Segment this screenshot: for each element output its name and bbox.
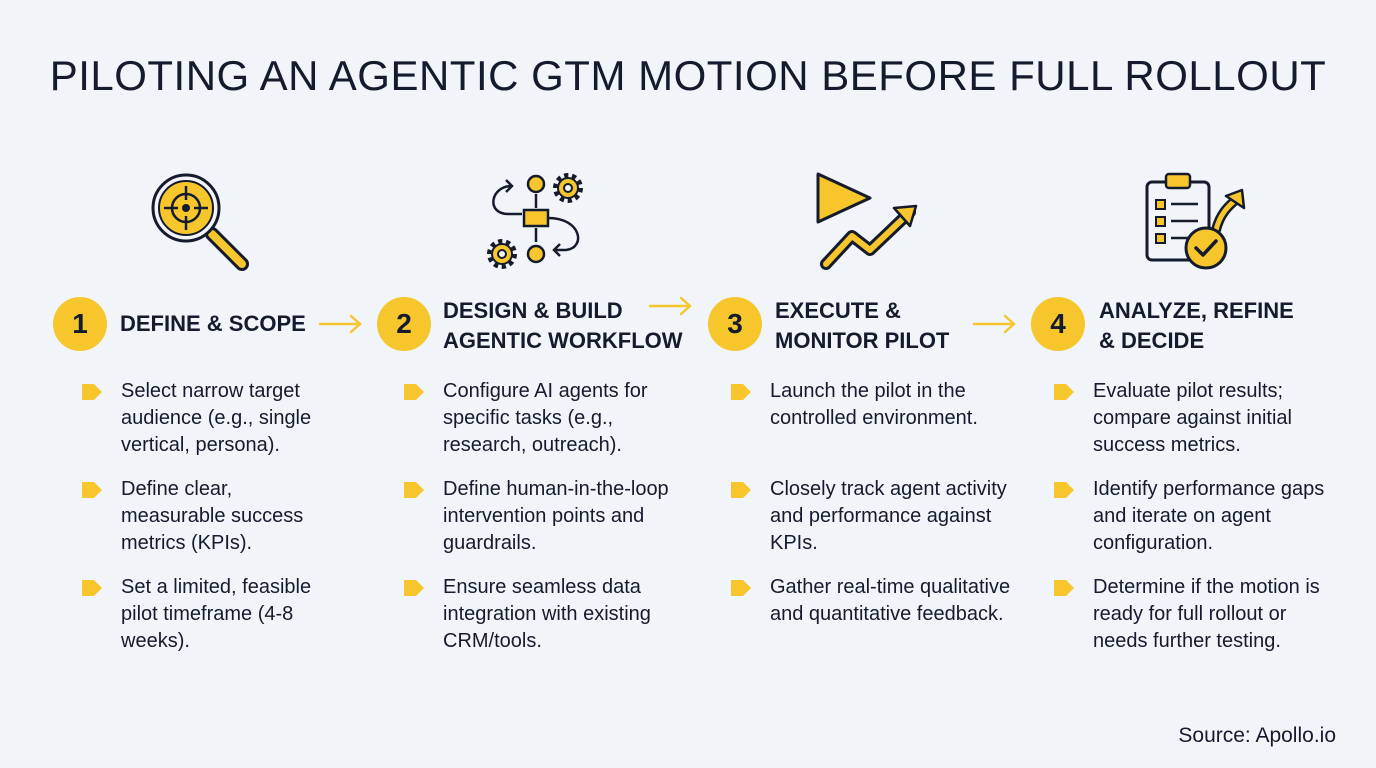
step-title: ANALYZE, REFINE & DECIDE	[1099, 298, 1294, 353]
bullet-tag-icon	[731, 482, 751, 498]
page-title: PILOTING AN AGENTIC GTM MOTION BEFORE FU…	[49, 52, 1327, 99]
step-number-badge: 4	[1031, 297, 1085, 351]
bullet-tag-icon	[82, 580, 102, 596]
arrow-right-icon	[318, 314, 362, 334]
bullet-text: Evaluate pilot results; compare against …	[1093, 380, 1292, 456]
bullet-tag-icon	[1054, 580, 1074, 596]
bullet-tag-icon	[1054, 482, 1074, 498]
bullet-text: Select narrow target audience (e.g., sin…	[121, 380, 312, 456]
list-item: Set a limited, feasible pilot timeframe …	[81, 574, 341, 655]
list-item: Evaluate pilot results; compare against …	[1053, 378, 1343, 459]
list-item: Gather real-time qualitative and quantit…	[730, 574, 1020, 628]
step-2-bullets: Configure AI agents for specific tasks (…	[403, 378, 683, 672]
list-item: Identify performance gaps and iterate on…	[1053, 476, 1343, 557]
bullet-text: Launch the pilot in the controlled envir…	[770, 380, 978, 429]
step-number-badge: 1	[53, 297, 107, 351]
step-title: DEFINE & SCOPE	[120, 311, 306, 336]
list-item: Launch the pilot in the controlled envir…	[730, 378, 1020, 459]
workflow-gears-icon	[487, 173, 583, 269]
bullet-tag-icon	[82, 482, 102, 498]
bullet-text: Closely track agent activity and perform…	[770, 478, 1007, 554]
bullet-tag-icon	[404, 482, 424, 498]
step-3-header: 3	[708, 297, 762, 351]
step-1-bullets: Select narrow target audience (e.g., sin…	[81, 378, 341, 672]
source-credit: Source: Apollo.io	[1178, 724, 1336, 747]
bullet-tag-icon	[1054, 384, 1074, 400]
list-item: Define clear, measurable success metrics…	[81, 476, 341, 557]
bullet-tag-icon	[82, 384, 102, 400]
step-title: DESIGN & BUILD AGENTIC WORKFLOW	[443, 298, 683, 353]
list-item: Determine if the motion is ready for ful…	[1053, 574, 1343, 655]
list-item: Closely track agent activity and perform…	[730, 476, 1020, 557]
bullet-tag-icon	[731, 384, 751, 400]
bullet-text: Identify performance gaps and iterate on…	[1093, 478, 1325, 554]
bullet-tag-icon	[404, 384, 424, 400]
step-2-header: 2	[377, 297, 431, 351]
list-item: Define human-in-the-loop intervention po…	[403, 476, 683, 557]
magnifier-target-icon	[151, 173, 249, 271]
list-item: Configure AI agents for specific tasks (…	[403, 378, 683, 459]
step-number-badge: 2	[377, 297, 431, 351]
bullet-text: Determine if the motion is ready for ful…	[1093, 576, 1320, 652]
step-1-header: 1	[53, 297, 107, 351]
step-4-bullets: Evaluate pilot results; compare against …	[1053, 378, 1343, 672]
play-trend-icon	[816, 172, 918, 270]
step-number-badge: 3	[708, 297, 762, 351]
bullet-text: Ensure seamless data integration with ex…	[443, 576, 651, 652]
bullet-text: Define human-in-the-loop intervention po…	[443, 478, 669, 554]
step-title: EXECUTE & MONITOR PILOT	[775, 298, 950, 353]
bullet-tag-icon	[404, 580, 424, 596]
arrow-right-icon	[648, 296, 692, 316]
bullet-text: Define clear, measurable success metrics…	[121, 478, 304, 554]
bullet-text: Gather real-time qualitative and quantit…	[770, 576, 1011, 625]
step-4-header: 4	[1031, 297, 1085, 351]
list-item: Ensure seamless data integration with ex…	[403, 574, 683, 655]
bullet-tag-icon	[731, 580, 751, 596]
list-item: Select narrow target audience (e.g., sin…	[81, 378, 341, 459]
bullet-text: Configure AI agents for specific tasks (…	[443, 380, 648, 456]
arrow-right-icon	[972, 314, 1016, 334]
bullet-text: Set a limited, feasible pilot timeframe …	[121, 576, 312, 652]
clipboard-check-icon	[1145, 172, 1246, 270]
step-3-bullets: Launch the pilot in the controlled envir…	[730, 378, 1020, 645]
